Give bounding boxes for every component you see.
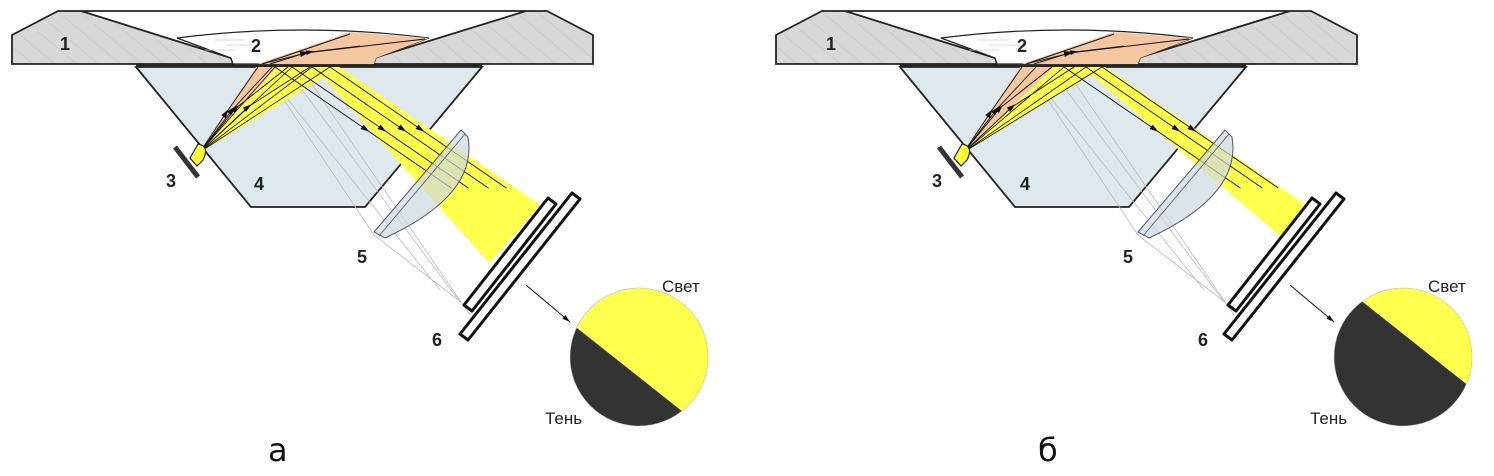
view-arrow bbox=[1289, 284, 1335, 323]
led-base bbox=[937, 145, 964, 179]
reflected-light-beam bbox=[314, 67, 540, 263]
ray bbox=[1025, 45, 1125, 65]
reflected-light-beam bbox=[1082, 67, 1306, 237]
sensor-plate-outer bbox=[458, 191, 582, 342]
sensor-plate-inner bbox=[1226, 196, 1322, 313]
incident-ray bbox=[963, 66, 1103, 153]
shadow-ray bbox=[1063, 66, 1235, 316]
incident-ray bbox=[199, 66, 289, 153]
incident-ray bbox=[199, 66, 276, 153]
incident-ray bbox=[963, 66, 1087, 153]
sensor-plate-outer bbox=[1222, 191, 1346, 342]
label-shadow: Тень bbox=[545, 409, 582, 428]
label-2-liquid: 2 bbox=[1017, 36, 1027, 56]
panel-a-labels: 1 2 3 4 5 6 Свет Тень а bbox=[60, 34, 700, 469]
panel-a bbox=[11, 10, 709, 427]
incident-ray bbox=[963, 66, 1065, 153]
label-5-lens: 5 bbox=[1123, 247, 1133, 267]
label-6-sensor: 6 bbox=[1198, 330, 1208, 350]
field-outline bbox=[569, 287, 709, 427]
label-2-liquid: 2 bbox=[251, 36, 261, 56]
shadow-ray bbox=[261, 66, 441, 291]
incident-ray bbox=[963, 66, 1023, 153]
panel-caption-b: б bbox=[1038, 431, 1058, 469]
led-base bbox=[173, 145, 200, 179]
label-light: Свет bbox=[662, 277, 700, 296]
panel-b-labels: 1 2 3 4 5 6 Свет Тень б bbox=[826, 34, 1466, 469]
label-3-led: 3 bbox=[166, 171, 176, 191]
lens-flat-edge bbox=[378, 133, 466, 237]
label-4-prism: 4 bbox=[1020, 174, 1030, 194]
incident-ray bbox=[963, 66, 1075, 153]
label-shadow: Тень bbox=[1310, 409, 1347, 428]
led-3 bbox=[189, 143, 207, 167]
panel-b bbox=[775, 10, 1473, 427]
incident-ray bbox=[199, 66, 293, 153]
shadow-ray bbox=[284, 66, 461, 303]
reflected-ray bbox=[1085, 66, 1263, 189]
shadow-field bbox=[570, 288, 708, 426]
incident-ray bbox=[963, 66, 1053, 153]
reflected-ray bbox=[274, 66, 452, 189]
ray bbox=[261, 33, 351, 65]
label-4-prism: 4 bbox=[254, 174, 264, 194]
shadow-ray bbox=[373, 234, 463, 304]
reflected-ray bbox=[329, 66, 507, 189]
ray bbox=[1025, 33, 1115, 65]
shadow-ray bbox=[299, 66, 471, 316]
sensor-plate-inner bbox=[462, 196, 558, 313]
field-outline bbox=[1333, 287, 1473, 427]
view-arrow bbox=[525, 284, 571, 323]
label-1-plate: 1 bbox=[60, 34, 70, 54]
ray bbox=[261, 45, 361, 65]
shadow-ray bbox=[1048, 66, 1225, 303]
label-light: Свет bbox=[1428, 277, 1466, 296]
lens-flat-edge bbox=[1142, 133, 1230, 237]
incident-ray bbox=[199, 66, 331, 153]
led-3 bbox=[953, 143, 971, 167]
panel-caption-a: а bbox=[268, 431, 288, 469]
label-3-led: 3 bbox=[932, 171, 942, 191]
shadow-ray bbox=[1137, 234, 1227, 304]
label-1-plate: 1 bbox=[826, 34, 836, 54]
label-5-lens: 5 bbox=[357, 247, 367, 267]
incident-ray bbox=[199, 66, 313, 153]
shadow-ray bbox=[1025, 66, 1205, 291]
reflected-ray bbox=[1101, 66, 1279, 189]
incident-ray bbox=[199, 66, 259, 153]
label-6-sensor: 6 bbox=[432, 330, 442, 350]
incident-light-beam bbox=[200, 67, 340, 152]
